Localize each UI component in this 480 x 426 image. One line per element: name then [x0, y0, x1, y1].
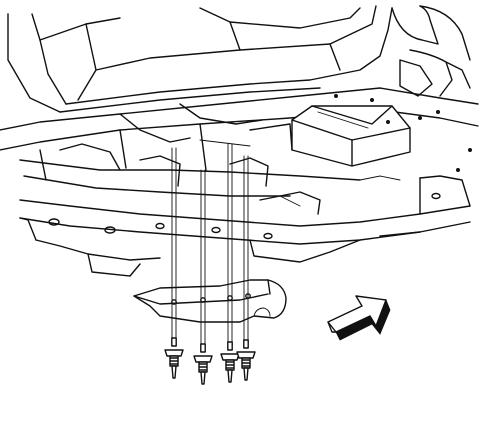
frame-rail	[19, 175, 471, 277]
front-direction-arrow-icon	[327, 295, 391, 341]
vehicle-floor-underbody	[0, 5, 479, 277]
reinforcement-plate	[133, 279, 287, 323]
floor-crossmember	[0, 87, 479, 197]
cab-body-panel	[7, 5, 393, 113]
rivet	[164, 337, 184, 379]
underbody-detail	[59, 103, 401, 187]
rivet	[220, 341, 240, 383]
rivet-alignment-lines	[171, 143, 249, 347]
rivet	[236, 339, 256, 381]
rivet	[193, 343, 213, 385]
floor-support-box	[249, 105, 411, 167]
wheel-well	[391, 5, 471, 97]
floor-bolts	[333, 94, 472, 172]
